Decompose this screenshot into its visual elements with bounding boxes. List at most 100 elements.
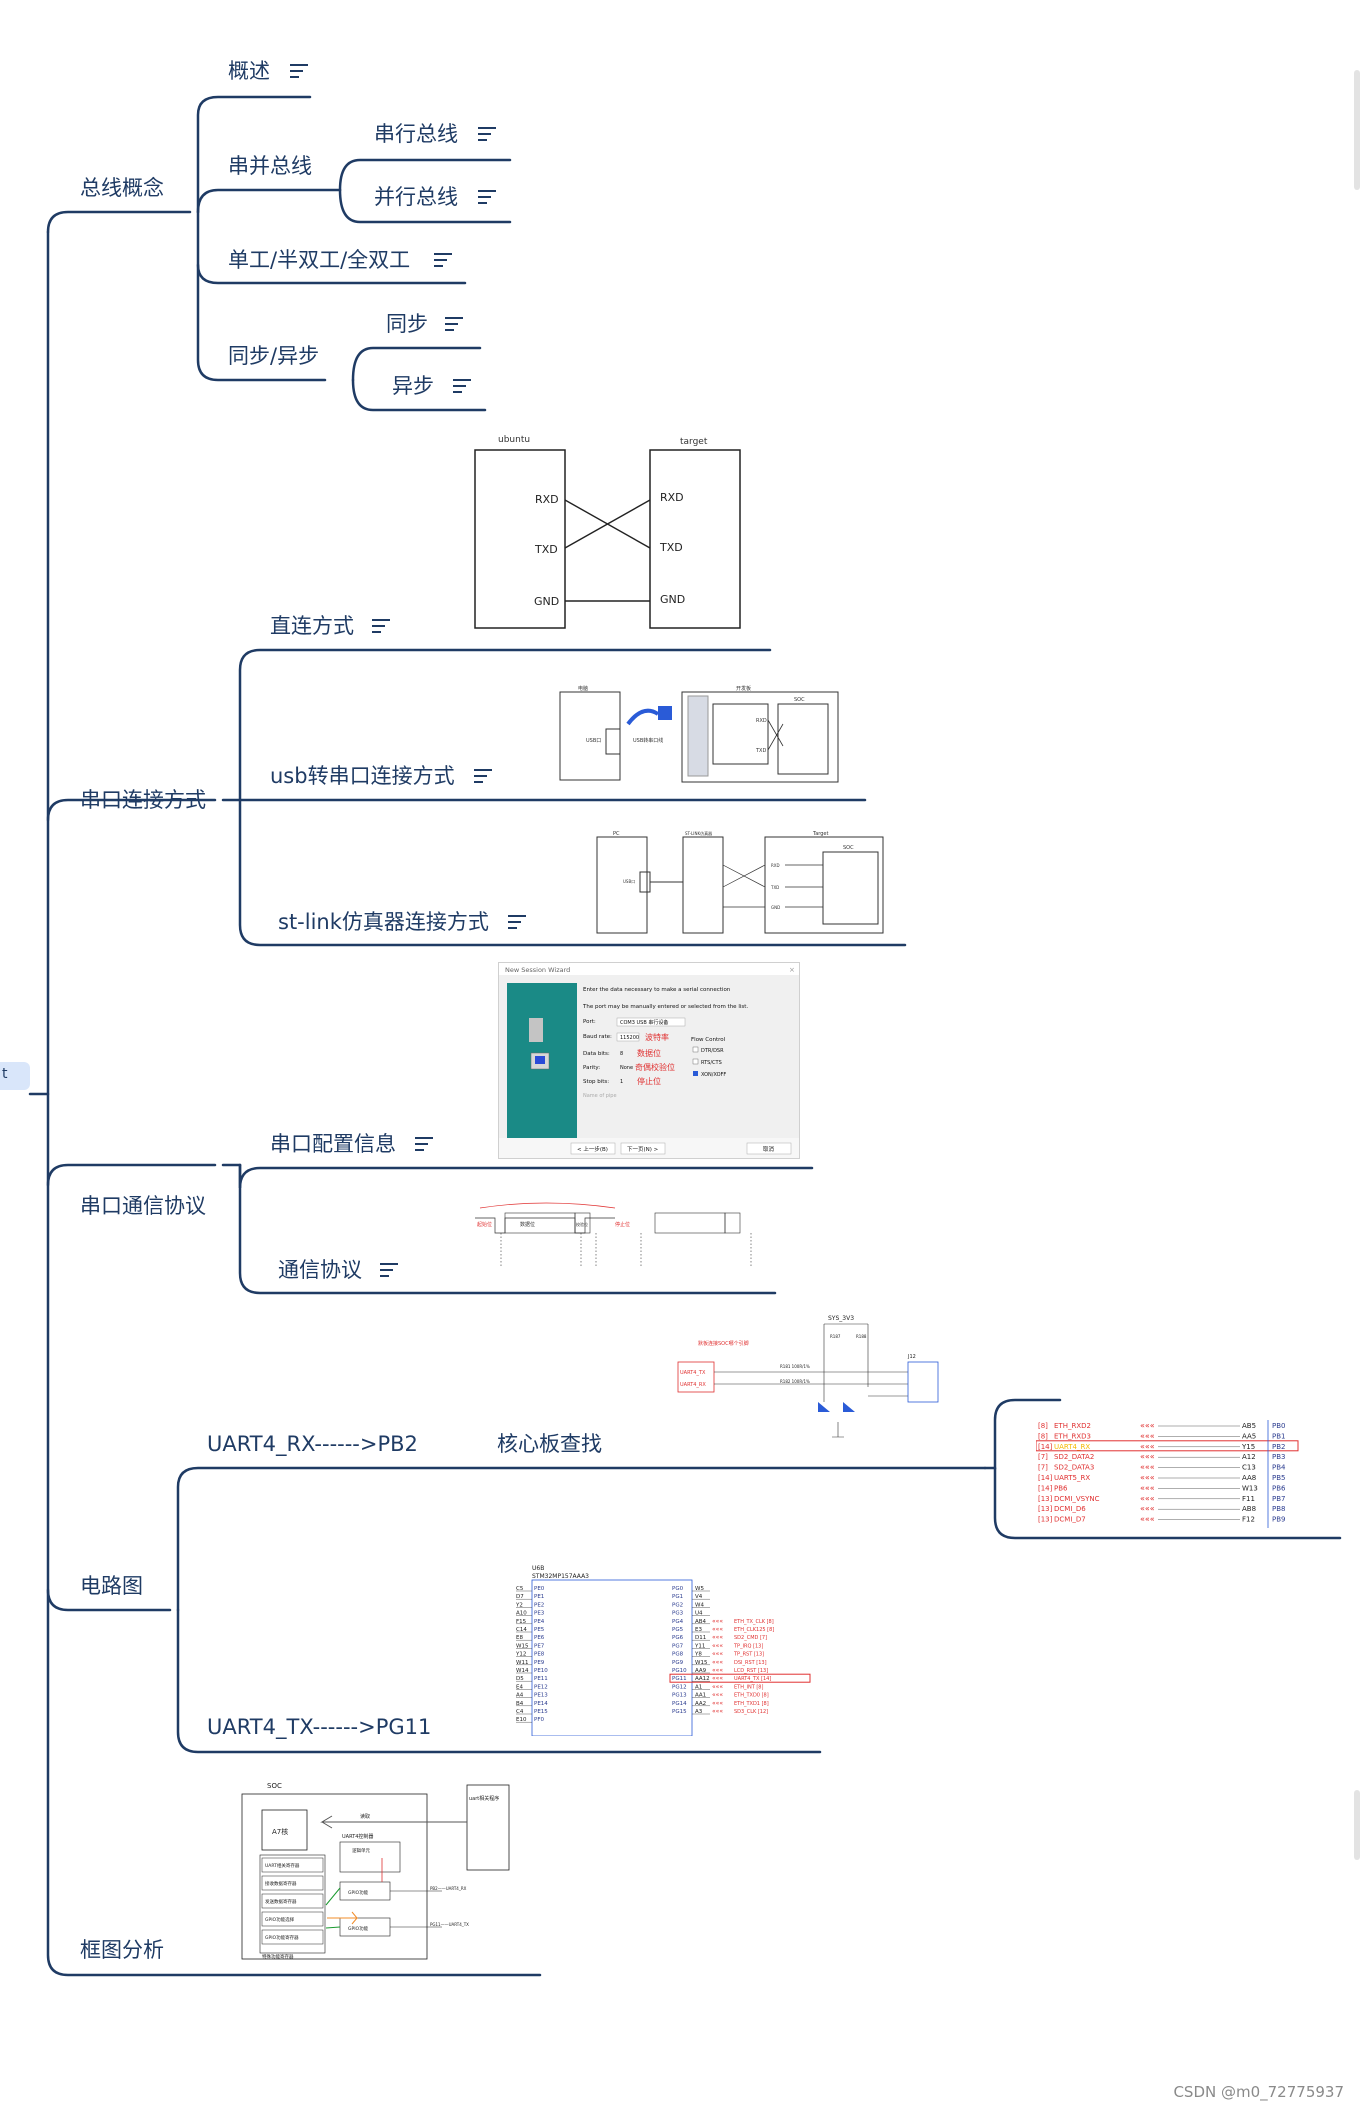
stm32-net-label: SD2_CMD [7] — [734, 1635, 767, 1641]
pin-row-chevron: ««« — [1140, 1463, 1155, 1472]
stm32-right-pin: PG7 — [672, 1643, 684, 1649]
node-block-analysis[interactable]: 框图分析 — [80, 1938, 164, 1962]
stm32-net-label: ETH_TXD1 [8] — [734, 1701, 769, 1707]
block-diagram-image: SOC A7核 uart相关程序 读取 UART4控制器 UART相关寄存器接收… — [232, 1780, 512, 1960]
stm32-right-pin: PG14 — [672, 1701, 687, 1707]
root-node[interactable]: t — [0, 1062, 30, 1090]
node-comm-protocol[interactable]: 通信协议 — [278, 1258, 362, 1282]
node-sync-async[interactable]: 同步/异步 — [228, 344, 320, 368]
stm32-left-pin: PE12 — [534, 1684, 548, 1690]
stm32-right-ball: V4 — [695, 1594, 703, 1600]
target-rxd: RXD — [660, 491, 684, 504]
wizard-annotation: 波特率 — [645, 1032, 669, 1042]
wizard-flow-option: XON/XOFF — [701, 1072, 726, 1078]
stm32-part: STM32MP157AAA3 — [532, 1573, 589, 1580]
note-icon[interactable] — [415, 1137, 433, 1151]
node-circuit[interactable]: 电路图 — [80, 1574, 143, 1598]
note-icon[interactable] — [434, 253, 452, 267]
stm32-left-pin: PE3 — [534, 1611, 545, 1617]
pin-row-chevron: ««« — [1140, 1431, 1155, 1440]
stm32-left-pin: PE14 — [534, 1701, 548, 1707]
node-direct[interactable]: 直连方式 — [270, 614, 354, 638]
node-overview[interactable]: 概述 — [228, 59, 270, 83]
pin-row-chevron: ««« — [1140, 1421, 1155, 1430]
pin-row-chevron: ««« — [1140, 1494, 1155, 1503]
node-config[interactable]: 串口配置信息 — [270, 1132, 396, 1156]
stlink-target: Target — [812, 831, 829, 837]
pin-row-signal: SD2_DATA3 — [1054, 1464, 1094, 1472]
schematic-resistor: R187 — [830, 1334, 841, 1339]
note-icon[interactable] — [445, 317, 463, 331]
stm32-right-pin: PG13 — [672, 1693, 687, 1699]
pin-row-port: PB0 — [1272, 1422, 1285, 1430]
stm32-right-pin: PG9 — [672, 1660, 684, 1666]
stm32-net-chevron: ««« — [712, 1642, 723, 1649]
stm32-net-chevron: ««« — [712, 1651, 723, 1658]
node-uart4-tx[interactable]: UART4_TX------>PG11 — [207, 1715, 432, 1739]
note-icon[interactable] — [372, 619, 390, 633]
node-parallel-bus[interactable]: 并行总线 — [374, 185, 458, 209]
block-soc: SOC — [267, 1782, 282, 1790]
pin-row-ball: AA5 — [1242, 1432, 1256, 1440]
wizard-name-of-pipe: Name of pipe — [583, 1093, 617, 1099]
note-icon[interactable] — [453, 379, 471, 393]
stm32-left-ball: C5 — [516, 1586, 524, 1592]
node-sync[interactable]: 同步 — [386, 312, 428, 336]
stm32-left-ball: A4 — [516, 1693, 524, 1699]
stm32-right-ball: AA2 — [695, 1701, 706, 1707]
stm32-left-ball: C4 — [516, 1709, 524, 1715]
frame-start: 起始位 — [477, 1221, 492, 1228]
stm32-net-label: ETH_TXD0 [8] — [734, 1693, 769, 1699]
note-icon[interactable] — [508, 915, 526, 929]
stm32-net-chevron: ««« — [712, 1667, 723, 1674]
pin-row-signal: ETH_RXD2 — [1054, 1422, 1091, 1430]
stm32-left-ball: B4 — [516, 1701, 524, 1707]
note-icon[interactable] — [380, 1263, 398, 1277]
node-uart4-rx[interactable]: UART4_RX------>PB2 — [207, 1432, 418, 1456]
stm32-left-pin: PE15 — [534, 1709, 548, 1715]
note-icon[interactable] — [478, 190, 496, 204]
stm32-left-pin: PE11 — [534, 1676, 548, 1682]
block-reg-label: GPIO功能寄存器 — [265, 1934, 299, 1941]
host-rxd: RXD — [535, 493, 559, 506]
stm32-right-ball: U4 — [695, 1611, 703, 1617]
note-icon[interactable] — [474, 769, 492, 783]
usb-txd: TXD — [755, 748, 766, 754]
scrollbar-thumb[interactable] — [1354, 70, 1360, 190]
node-usb[interactable]: usb转串口连接方式 — [270, 764, 455, 788]
node-bus-concept[interactable]: 总线概念 — [80, 176, 164, 200]
stm32-net-label: DSI_RST [13] — [734, 1660, 767, 1666]
node-stlink[interactable]: st-link仿真器连接方式 — [278, 910, 489, 934]
host-txd: TXD — [534, 543, 558, 556]
pin-row-highlight — [1036, 1440, 1299, 1452]
stm32-left-ball: W15 — [516, 1643, 529, 1649]
pin-row-ball: W13 — [1242, 1484, 1258, 1492]
pin-row-ball: Y15 — [1241, 1443, 1255, 1451]
stm32-highlight — [669, 1673, 811, 1683]
stm32-left-ball: Y2 — [515, 1602, 523, 1608]
schematic-note: 默板连接SOC哪个引脚 — [698, 1340, 749, 1347]
stm32-left-ball: E4 — [516, 1684, 523, 1690]
pin-row-chevron: ««« — [1140, 1504, 1155, 1513]
note-icon[interactable] — [478, 127, 496, 141]
stlink-emulator: ST-LINK仿真器 — [685, 830, 712, 836]
pin-row-index: [13] — [1038, 1495, 1053, 1503]
pin-row-chevron: ««« — [1140, 1515, 1155, 1524]
node-async[interactable]: 异步 — [392, 374, 434, 398]
block-gpio: GPIO功能 — [348, 1889, 369, 1896]
note-icon[interactable] — [290, 64, 308, 78]
target-txd: TXD — [659, 541, 683, 554]
pin-row-signal: UART5_RX — [1054, 1474, 1090, 1482]
node-serial-parallel[interactable]: 串并总线 — [228, 154, 312, 178]
node-core-board[interactable]: 核心板查找 — [497, 1432, 602, 1456]
node-duplex[interactable]: 单工/半双工/全双工 — [228, 248, 411, 272]
node-connection[interactable]: 串口连接方式 — [80, 788, 206, 812]
node-serial-bus[interactable]: 串行总线 — [374, 122, 458, 146]
stm32-left-pin: PE8 — [534, 1652, 545, 1658]
scrollbar-thumb[interactable] — [1354, 1790, 1360, 1860]
stm32-left-pin: PE10 — [534, 1668, 548, 1674]
pin-row-index: [7] — [1038, 1464, 1048, 1472]
node-protocol[interactable]: 串口通信协议 — [80, 1194, 206, 1218]
pin-row-index: [13] — [1038, 1516, 1053, 1524]
